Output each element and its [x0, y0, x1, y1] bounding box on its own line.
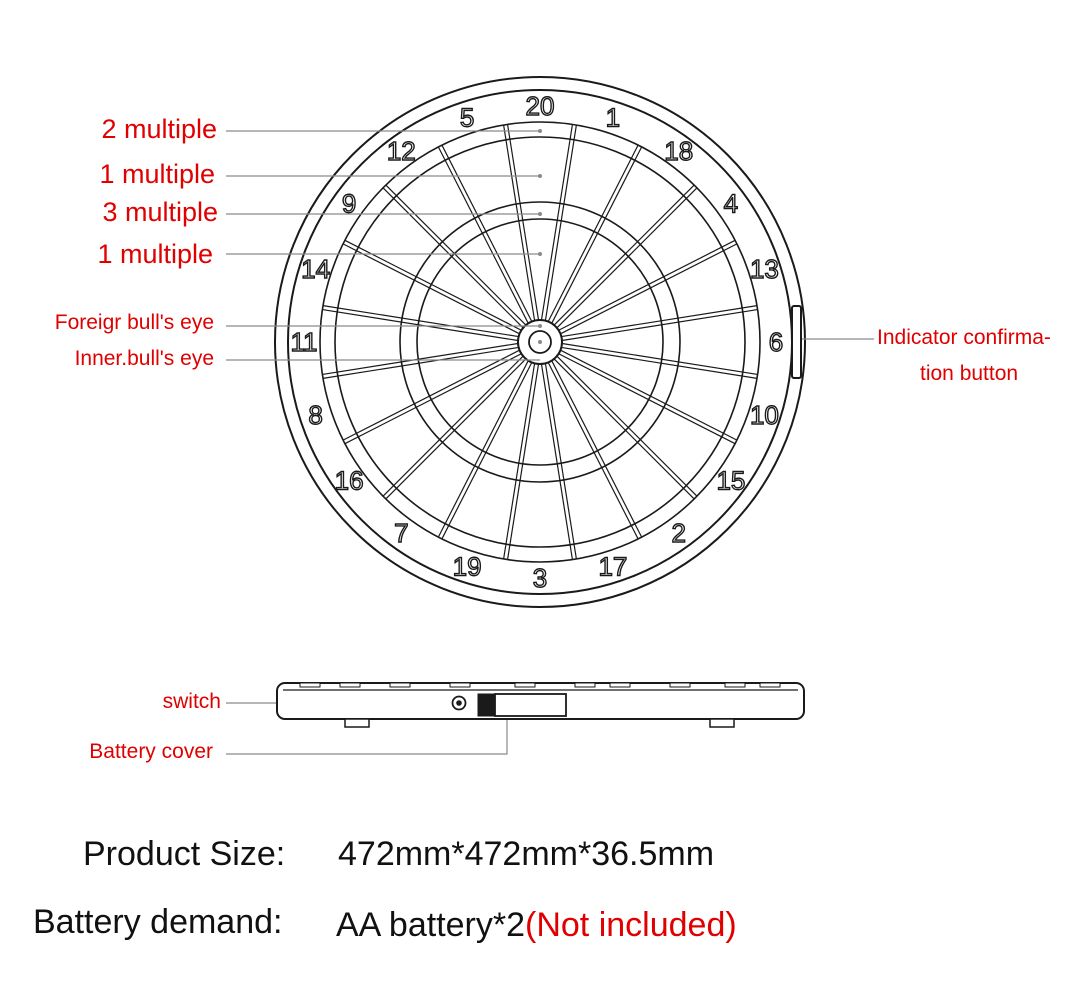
segment-divider	[382, 187, 524, 329]
segment-divider	[560, 243, 738, 335]
label-single-inner: 1 multiple	[97, 239, 213, 269]
segment-divider	[556, 355, 698, 497]
board-number: 3	[533, 563, 547, 593]
segment-divider	[506, 124, 540, 321]
side-rim-bump	[449, 682, 471, 688]
side-foot-left	[344, 718, 370, 728]
battery-note-text: (Not included)	[525, 906, 737, 944]
label-triple-ring: 3 multiple	[102, 197, 218, 227]
board-number: 20	[526, 91, 555, 121]
segment-divider	[540, 124, 574, 321]
indicator-button	[791, 305, 802, 379]
ring-double-inner	[334, 136, 746, 548]
ring-triple-inner	[416, 218, 664, 466]
product-size-value: 472mm*472mm*36.5mm	[338, 835, 715, 873]
leader-battery-cover	[226, 718, 508, 755]
segment-divider	[558, 239, 736, 331]
label-double-ring: 2 multiple	[101, 114, 217, 144]
segment-divider	[544, 363, 577, 560]
segment-divider	[322, 305, 519, 338]
board-number: 14	[301, 254, 330, 284]
product-size-label: Product Size:	[83, 835, 286, 873]
label-outer-bull: Foreigr bull's eye	[54, 311, 214, 334]
side-rim-bump	[669, 682, 691, 688]
board-number: 1	[606, 103, 620, 133]
label-single-outer: 1 multiple	[99, 159, 215, 189]
board-number: 12	[387, 136, 416, 166]
label-switch: switch	[162, 690, 221, 713]
board-number: 9	[342, 188, 356, 218]
segment-divider	[561, 308, 758, 342]
board-number: 15	[716, 466, 745, 496]
board-number: 18	[664, 136, 693, 166]
segment-divider	[441, 362, 533, 540]
side-rim-bump	[389, 682, 411, 688]
board-number: 5	[460, 103, 474, 133]
side-foot-right	[709, 718, 735, 728]
board-number: 16	[335, 466, 364, 496]
segment-divider	[342, 243, 520, 335]
segment-divider	[322, 346, 519, 379]
segment-divider	[547, 362, 639, 540]
label-inner-bull: Inner.bull's eye	[74, 347, 214, 370]
segment-divider	[344, 353, 522, 445]
segment-divider	[551, 360, 643, 538]
battery-cover	[494, 693, 567, 717]
segment-divider	[561, 346, 758, 379]
segment-divider	[441, 144, 533, 322]
segment-divider	[547, 144, 639, 322]
board-number: 8	[308, 400, 322, 430]
board-number: 2	[671, 518, 685, 548]
segment-divider	[382, 355, 524, 497]
segment-divider	[322, 342, 519, 376]
segment-divider	[551, 146, 643, 324]
board-number: 7	[394, 518, 408, 548]
segment-divider	[561, 305, 758, 338]
battery-demand-value: AA battery*2(Not included)	[336, 906, 737, 945]
side-rim-bump	[609, 682, 631, 688]
side-rim-bump	[724, 682, 746, 688]
label-indicator-line1: Indicator confirma-	[877, 326, 1051, 349]
board-outer-rim	[274, 76, 806, 608]
label-battery-cover: Battery cover	[89, 740, 213, 763]
side-rim-bump	[759, 682, 781, 688]
segment-divider	[344, 239, 522, 331]
dartboard-side-view	[276, 682, 805, 728]
board-number: 4	[724, 188, 738, 218]
segment-divider	[561, 342, 758, 376]
side-rim-bump	[299, 682, 321, 688]
ring-double-outer	[319, 121, 761, 563]
board-number: 19	[453, 551, 482, 581]
ring-triple-outer	[399, 201, 681, 483]
board-number: 13	[750, 254, 779, 284]
segment-divider	[342, 349, 520, 441]
side-rim-bump	[574, 682, 596, 688]
side-rim-bump	[339, 682, 361, 688]
segment-divider	[437, 360, 529, 538]
segment-divider	[560, 349, 738, 441]
side-rim-bump	[514, 682, 536, 688]
battery-cover-latch	[477, 693, 496, 717]
segment-divider	[503, 363, 536, 560]
segment-divider	[553, 184, 695, 326]
battery-value-text: AA battery*2	[336, 906, 526, 944]
segment-divider	[322, 308, 519, 342]
board-number: 6	[769, 327, 783, 357]
label-indicator-line2: tion button	[920, 362, 1019, 385]
segment-divider	[540, 363, 574, 560]
segment-divider	[556, 187, 698, 329]
segment-divider	[506, 363, 540, 560]
board-number: 10	[750, 400, 779, 430]
segment-divider	[385, 358, 527, 500]
segment-divider	[553, 358, 695, 500]
board-number: 11	[291, 327, 318, 357]
segment-divider	[544, 124, 577, 321]
segment-divider	[558, 353, 736, 445]
board-number: 17	[598, 551, 627, 581]
segment-divider	[503, 124, 536, 321]
segment-divider	[385, 184, 527, 326]
battery-demand-label: Battery demand:	[33, 903, 283, 941]
